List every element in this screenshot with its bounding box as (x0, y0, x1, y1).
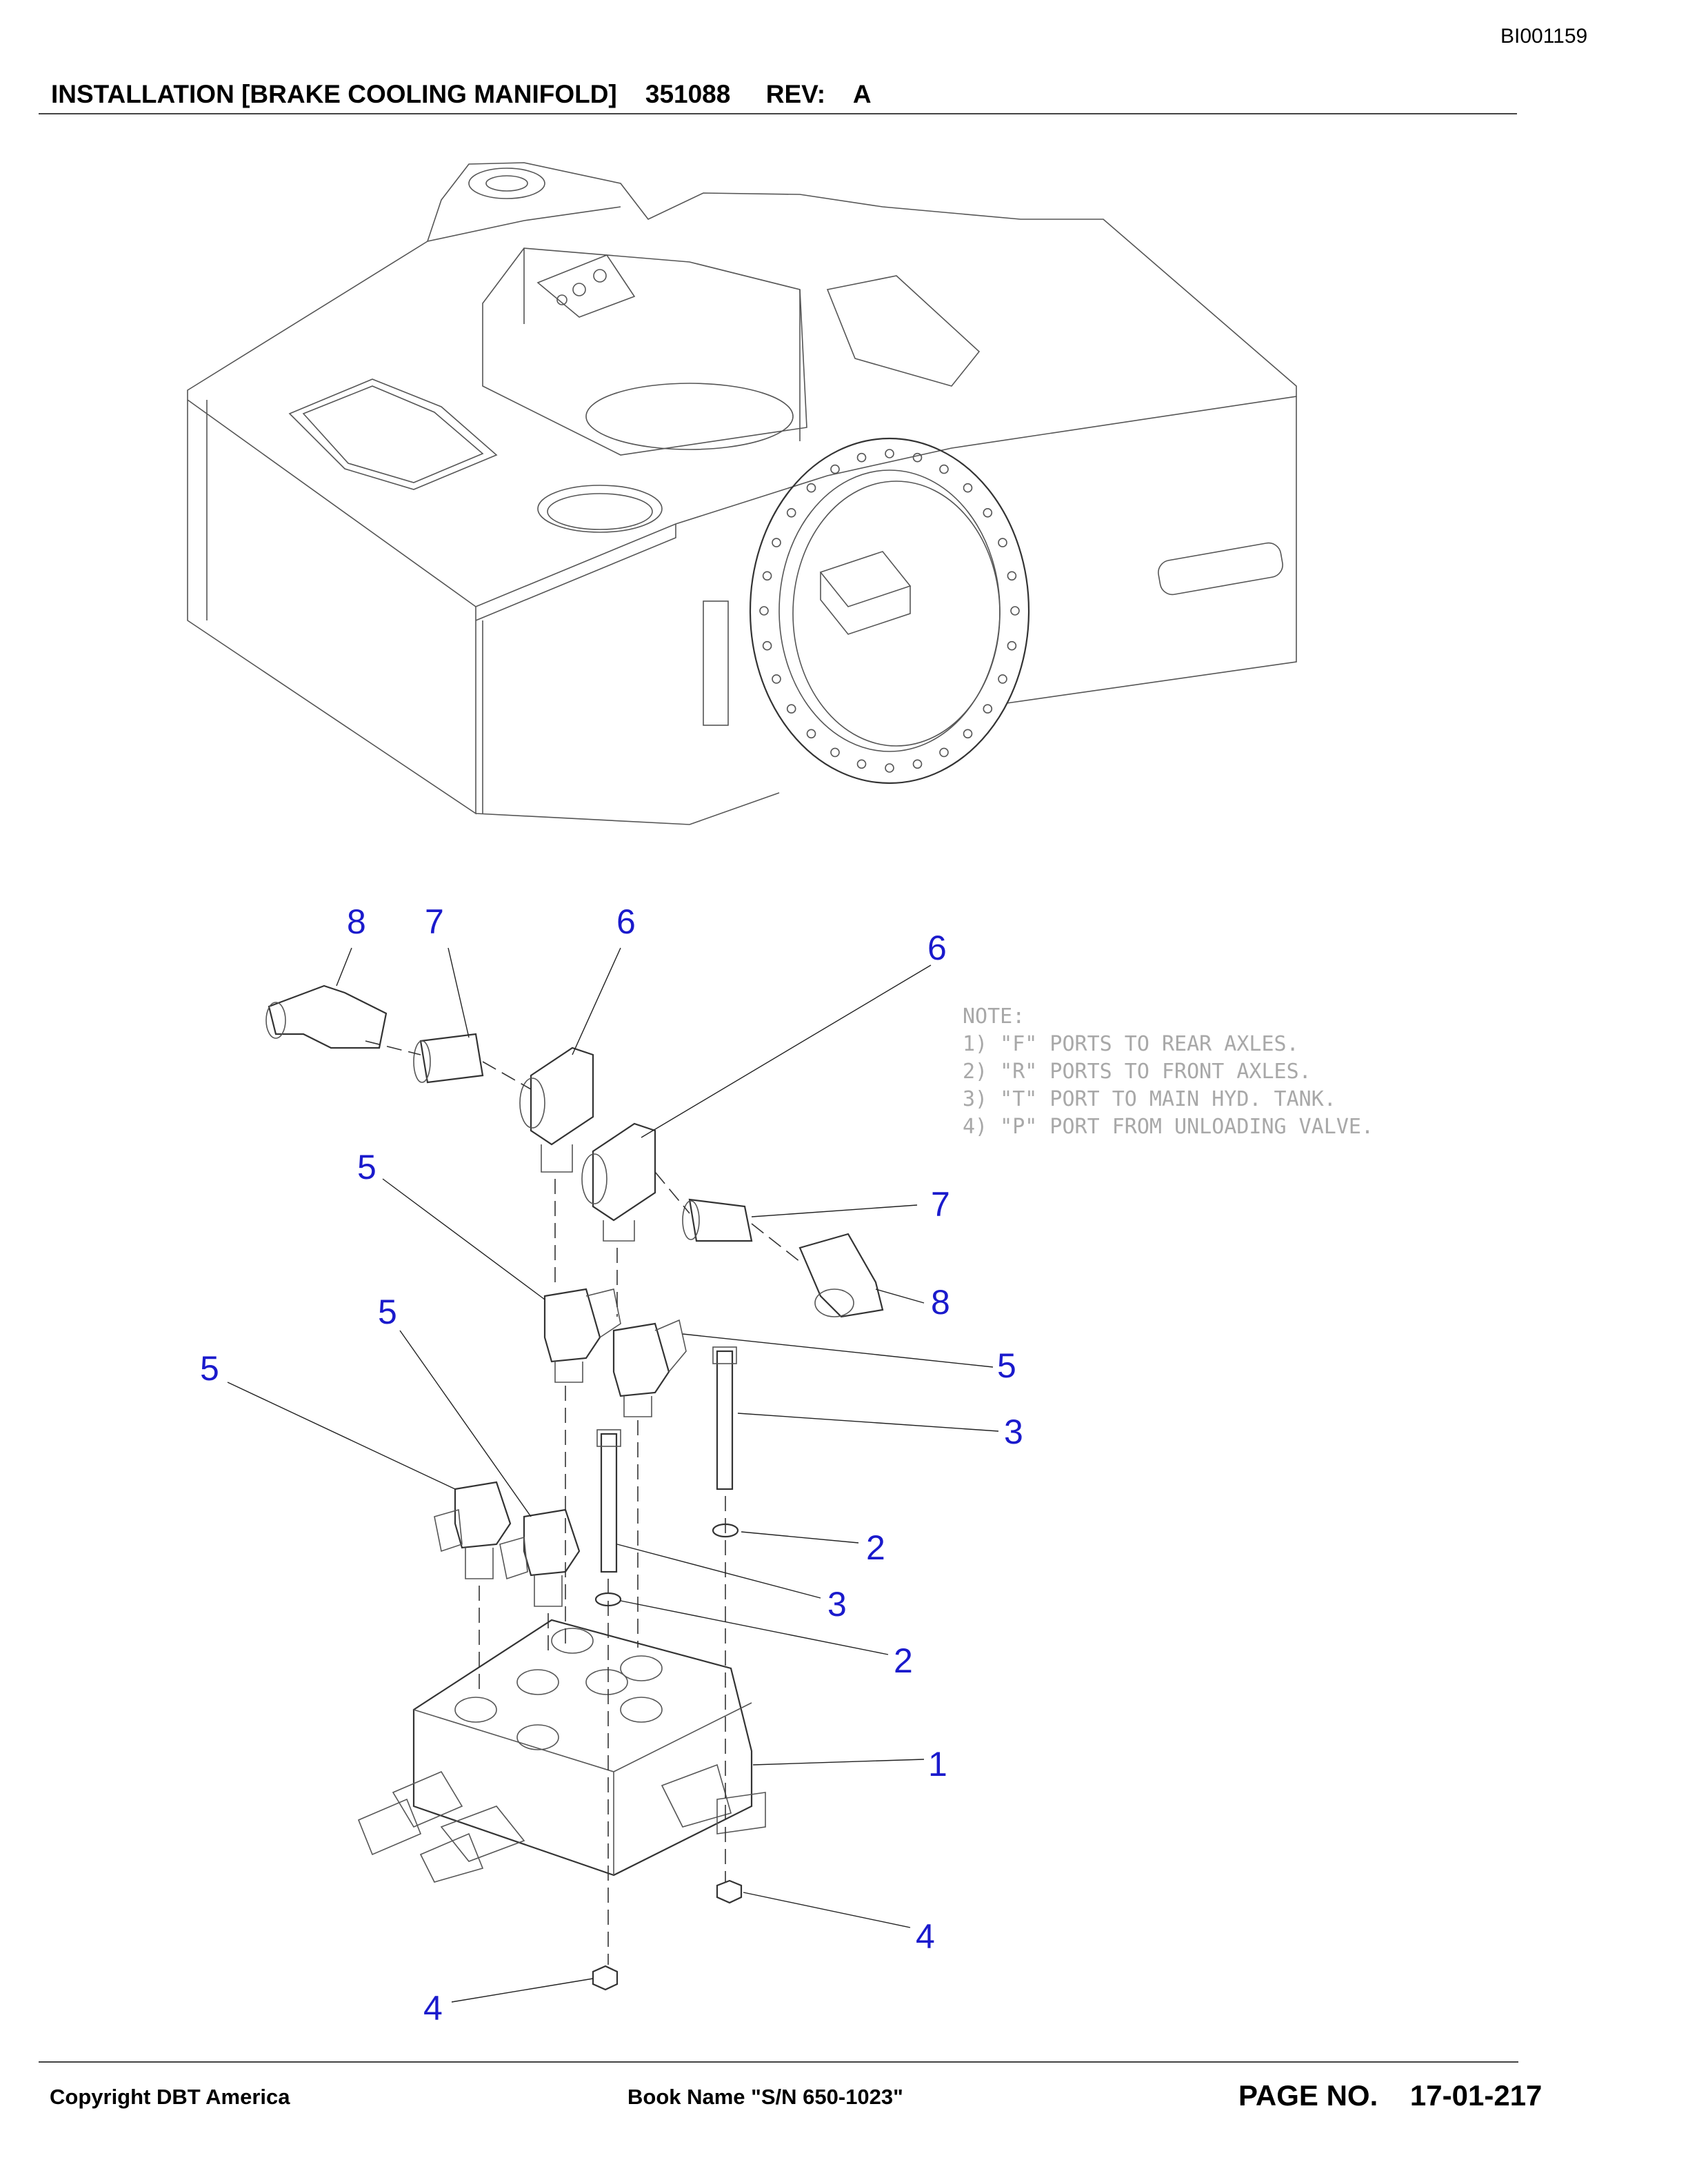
note-line-3: 3) "T" PORT TO MAIN HYD. TANK. (963, 1087, 1336, 1111)
bolt-hole (786, 507, 796, 518)
callout-numbers: 8 7 6 6 5 7 8 5 5 5 3 2 3 2 1 4 4 (200, 902, 1023, 2028)
document-id: BI001159 (1500, 25, 1588, 48)
bolt-hole (983, 704, 993, 714)
cap-screw (716, 1350, 734, 1490)
bolt-hole (806, 729, 816, 739)
callout-item-3: 3 (827, 1585, 847, 1624)
callout-item-5: 5 (378, 1293, 397, 1331)
bolt-hole (939, 747, 949, 758)
bolt-hole (830, 464, 840, 474)
elbow-fitting (612, 1322, 670, 1397)
elbow-fitting (454, 1481, 512, 1549)
bolt-hole (856, 452, 867, 463)
manifold-port (620, 1697, 663, 1723)
callout-item-3: 3 (1004, 1413, 1023, 1451)
bolt-hole (806, 483, 816, 493)
elbow-fitting (543, 1288, 601, 1363)
bolt-hole (998, 538, 1007, 547)
page-title: INSTALLATION [BRAKE COOLING MANIFOLD] 35… (51, 80, 872, 108)
adapter-fitting (688, 1198, 753, 1242)
note-line-2: 2) "R" PORTS TO FRONT AXLES. (963, 1060, 1312, 1084)
bolt-hole (786, 704, 796, 714)
callout-item-8: 8 (931, 1283, 950, 1322)
bolt-hole (1010, 606, 1020, 616)
bolt-hole (762, 640, 772, 651)
bolt-hole (912, 759, 923, 769)
callout-item-1: 1 (928, 1745, 947, 1783)
manifold-port (551, 1628, 594, 1654)
footer-copyright: Copyright DBT America (50, 2085, 290, 2109)
elbow-fitting (523, 1508, 581, 1577)
bolt-hole (856, 759, 867, 769)
swivel-elbow (798, 1233, 884, 1318)
bolt-hole (1007, 640, 1017, 651)
callout-item-4: 4 (916, 1917, 935, 1956)
callout-leaders (227, 947, 999, 2003)
note-line-4: 4) "P" PORT FROM UNLOADING VALVE. (963, 1115, 1374, 1139)
manifold-port (516, 1669, 559, 1695)
manifold-port (454, 1697, 497, 1723)
bolt-hole (963, 483, 973, 493)
tee-fitting (592, 1122, 656, 1222)
note-heading: NOTE: (963, 1004, 1025, 1029)
ring-bolt-holes (759, 449, 1020, 773)
manifold-ports (454, 1628, 663, 1750)
callout-item-2: 2 (866, 1528, 885, 1567)
bolt-hole (983, 507, 993, 518)
manifold-assembly-drawing (265, 984, 884, 1991)
hex-nut (592, 1965, 619, 1991)
callout-item-8: 8 (347, 902, 366, 941)
bolt-hole (830, 747, 840, 758)
manifold-port (516, 1724, 559, 1750)
swivel-elbow (268, 984, 388, 1049)
footer-book-name: Book Name "S/N 650-1023" (627, 2085, 903, 2109)
manifold-port (620, 1655, 663, 1681)
callout-item-5: 5 (357, 1148, 376, 1186)
bolt-hole (772, 674, 781, 684)
callout-item-7: 7 (425, 902, 444, 941)
header-rule (39, 113, 1517, 114)
bolt-hole (885, 449, 894, 458)
bolt-hole (762, 571, 772, 581)
callout-item-6: 6 (927, 929, 947, 967)
callout-item-6: 6 (616, 902, 636, 941)
bolt-hole (963, 729, 973, 739)
bolt-hole (939, 464, 949, 474)
bolt-hole (759, 606, 769, 616)
bolt-hole (885, 763, 894, 773)
bolt-hole (1007, 571, 1017, 581)
tee-fitting (530, 1046, 594, 1146)
note-line-1: 1) "F" PORTS TO REAR AXLES. (963, 1032, 1299, 1056)
callout-item-7: 7 (931, 1185, 950, 1224)
callout-item-2: 2 (894, 1641, 913, 1680)
cap-screw (600, 1433, 618, 1573)
callout-item-4: 4 (423, 1989, 443, 2028)
footer-page-number: PAGE NO. 17-01-217 (1238, 2079, 1543, 2112)
manifold-block (412, 1619, 753, 1877)
note-block: NOTE: 1) "F" PORTS TO REAR AXLES. 2) "R"… (963, 1004, 1374, 1139)
bolt-hole (998, 674, 1007, 684)
footer-rule (39, 2061, 1518, 2063)
frame-assembly-drawing (187, 162, 1297, 825)
hex-nut (716, 1879, 743, 1904)
bolt-hole (772, 538, 781, 547)
callout-item-5: 5 (200, 1349, 219, 1388)
bolt-hole (912, 452, 923, 463)
manifold-port (585, 1669, 628, 1695)
adapter-fitting (419, 1033, 484, 1084)
callout-item-5: 5 (997, 1346, 1016, 1385)
